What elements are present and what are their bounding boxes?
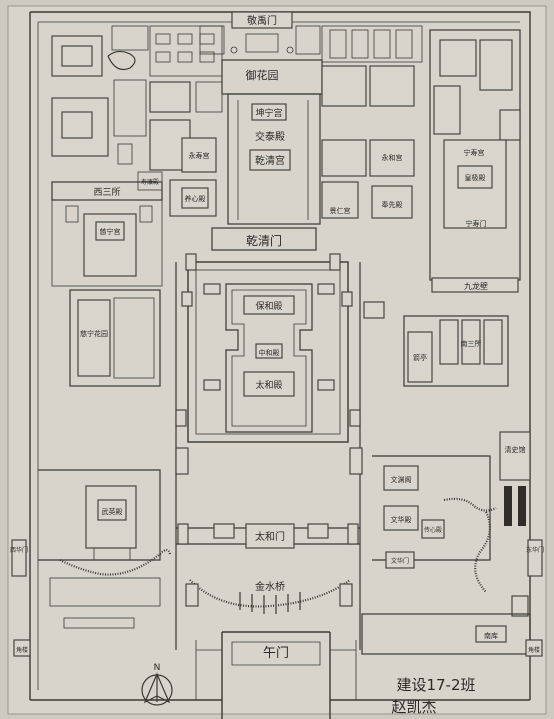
nansan-suo-label: 南三所 <box>461 339 482 348</box>
yongshou-palace-label: 永寿宫 <box>189 151 210 160</box>
jiaotai-hall-label: 交泰殿 <box>255 130 285 143</box>
donghua-gate-label: 东华门 <box>526 546 544 554</box>
cining-garden-label: 慈宁花园 <box>80 329 108 338</box>
zhuanxi-hall-label: 传心殿 <box>424 526 442 534</box>
taihe-gate-label: 太和门 <box>255 530 285 543</box>
kunning-palace-building <box>251 103 287 121</box>
north-section: 敬禹门 永寿宫 养心殿 御花园 <box>51 11 521 293</box>
caption-class: 建设17-2班 <box>396 676 475 694</box>
xihua-gate-label: 西华门 <box>10 546 28 554</box>
nansan-suo-enclosure <box>403 315 509 387</box>
east-section: 南三所 箭亭 文华殿 文渊阁 传心殿 文华门 清史馆 东华门 南库 角楼 <box>361 315 544 657</box>
shenwu-gate-building <box>231 11 293 29</box>
fengxian-hall-building <box>371 185 413 219</box>
ningshou-gate-label: 宁寿门 <box>466 219 487 228</box>
shoukang-hall-label: 寿康殿 <box>141 178 159 186</box>
fengxian-hall-label: 奉先殿 <box>382 200 403 209</box>
east-palaces: 永和宫 景仁宫 奉先殿 <box>321 25 423 219</box>
xihua-gate-building <box>11 539 27 577</box>
west-water-channel <box>59 548 172 576</box>
jingren-palace-label: 景仁宫 <box>330 206 351 215</box>
central-axis: 乾清门 保和殿 中和殿 太和殿 太和门 <box>175 227 385 719</box>
ningshou-palace-label: 宁寿宫 <box>464 148 485 157</box>
taihe-hall-label: 太和殿 <box>255 379 282 391</box>
yangxin-hall-label: 养心殿 <box>185 194 206 203</box>
wenhua-hall-building <box>383 505 419 531</box>
baohe-hall-label: 保和殿 <box>255 300 282 312</box>
yonghe-palace-label: 永和宫 <box>382 153 403 162</box>
zhonghe-hall-building <box>255 343 283 359</box>
qianqing-gate-label: 乾清门 <box>246 233 282 248</box>
meridian-gate-label: 午门 <box>263 646 289 661</box>
qianqing-palace-label: 乾清宫 <box>255 154 285 167</box>
shenwu-gate-label: 敬禹门 <box>247 14 277 27</box>
qianqing-palace-building <box>249 149 291 171</box>
cining-palace-label: 慈宁宫 <box>100 227 121 236</box>
inner-court-enclosure <box>227 93 321 225</box>
caption-name: 赵凯杰 <box>391 698 436 716</box>
jinshui-bridge <box>239 592 301 614</box>
wenyuan-pavilion-label: 文渊阁 <box>391 475 412 484</box>
east-water-channel <box>443 497 497 593</box>
qingshi-guan-building <box>499 431 531 481</box>
huangji-hall-label: 皇极殿 <box>465 173 486 182</box>
zhonghe-hall-label: 中和殿 <box>259 348 280 357</box>
jianting-building <box>407 331 433 383</box>
wenhua-gate-label: 文华门 <box>391 557 409 565</box>
north-arrow-label: N <box>154 663 161 673</box>
imperial-garden-label: 御花园 <box>246 68 279 82</box>
nine-dragon-wall-label: 九龙壁 <box>464 281 488 291</box>
kunning-palace-label: 坤宁宫 <box>255 107 282 119</box>
corner-tower-west-label: 角楼 <box>16 646 28 654</box>
jinshui-bridge-label: 金水桥 <box>255 580 285 593</box>
south-warehouse-label: 南库 <box>484 631 498 640</box>
wenhua-hall-label: 文华殿 <box>391 515 412 524</box>
outer-court-enclosure <box>187 261 349 443</box>
corner-tower-east-label: 角楼 <box>528 646 540 654</box>
north-arrow: N <box>141 663 173 706</box>
taihe-gate-building <box>245 523 295 549</box>
three-halls-terrace <box>225 283 313 433</box>
donghua-gate-building <box>527 539 543 577</box>
wuying-hall-label: 武英殿 <box>102 507 123 516</box>
west-palaces: 永寿宫 养心殿 <box>149 25 223 217</box>
west-section: 西三所 慈宁宫 慈宁花园 寿康殿 武英殿 西华门 角楼 <box>10 171 172 657</box>
baohe-hall-building <box>243 295 295 315</box>
taihe-hall-building <box>243 371 295 397</box>
qingshi-guan-label: 清史馆 <box>505 445 526 454</box>
nine-dragon-wall-building <box>431 277 519 293</box>
qianqing-gate-building <box>211 227 317 251</box>
jianting-label: 箭亭 <box>413 353 427 362</box>
xisan-suo-label: 西三所 <box>93 187 120 198</box>
garden-pond <box>107 50 136 71</box>
cining-garden <box>69 289 161 387</box>
